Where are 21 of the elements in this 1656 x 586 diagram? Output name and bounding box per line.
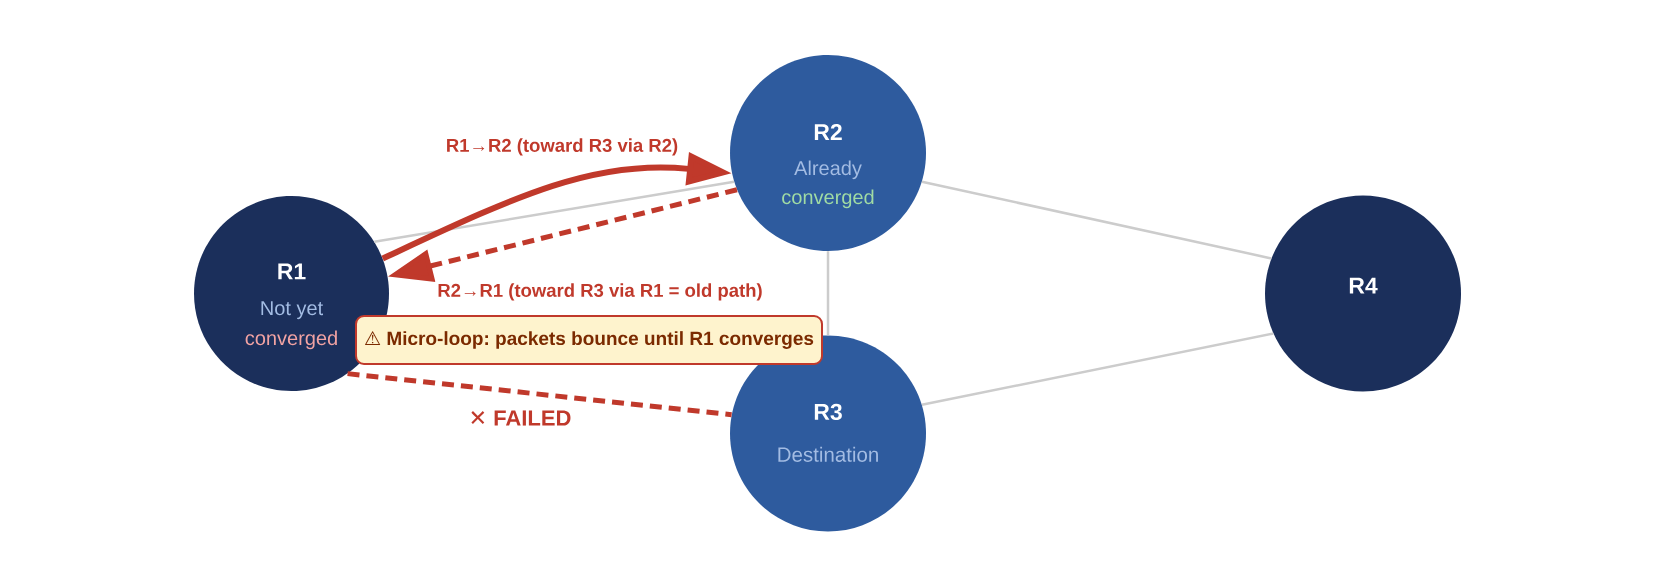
- link-line: [826, 251, 830, 336]
- router-circle: [730, 55, 926, 251]
- router-circle: [1265, 195, 1461, 392]
- router-name: R2: [814, 123, 842, 140]
- status-text: converged: [245, 330, 337, 350]
- edge-label: R2→R1 (toward R3 via R1 = old path): [435, 281, 765, 303]
- status-text: Destination: [778, 446, 878, 462]
- router-name: R1: [278, 263, 306, 280]
- status-text: converged: [782, 189, 874, 209]
- link-line: [374, 180, 735, 244]
- status-text: Not yet: [261, 301, 323, 320]
- link-line: [921, 332, 1274, 406]
- router-circle: [194, 196, 389, 392]
- router-name: R3: [814, 403, 842, 421]
- callout-box: ⚠ Micro-loop: packets bounce until R1 converges: [355, 315, 823, 365]
- link-line: [347, 371, 732, 418]
- edge-label: ✕ FAILED: [466, 408, 574, 428]
- router-name: R4: [1349, 277, 1378, 294]
- edge-label: R1→R2 (toward R3 via R2): [443, 136, 681, 158]
- status-text: Already: [794, 160, 862, 180]
- link-line: [921, 180, 1272, 260]
